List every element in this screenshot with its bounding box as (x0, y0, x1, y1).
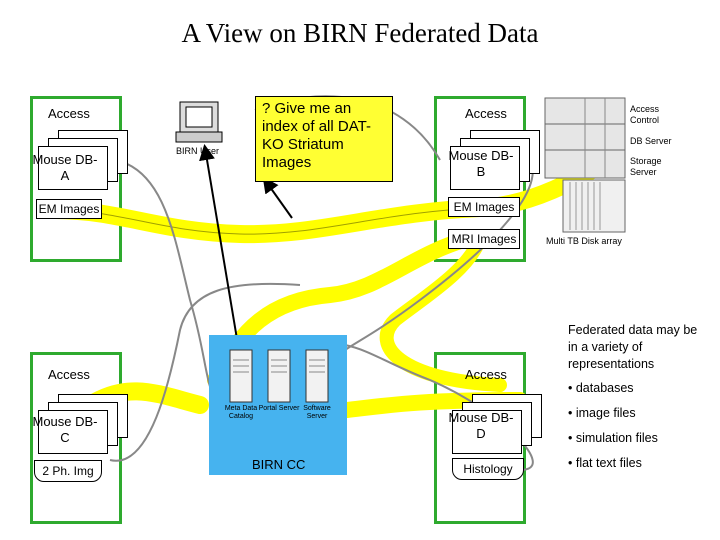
site-c-dataset: 2 Ph. Img (34, 460, 102, 482)
note-bullet: • flat text files (568, 456, 642, 470)
birn-cc-servers (229, 349, 329, 403)
site-b-mouse-db: Mouse DB-B (448, 148, 514, 179)
db-card-front (38, 410, 108, 454)
db-card-front (450, 146, 520, 190)
site-d-mouse-db: Mouse DB-D (448, 410, 514, 441)
link-b-cc (344, 149, 534, 351)
query-box: ? Give me an index of all DAT-KO Striatu… (255, 96, 393, 182)
site-a-access: Access (48, 106, 90, 121)
note-bullet-text: image files (575, 406, 636, 420)
server-rack-icon (544, 97, 626, 179)
note-bullet: • simulation files (568, 431, 658, 445)
notes-intro: Federated data may be in a variety of re… (568, 323, 698, 371)
hw-label-storage-server: Storage Server (630, 156, 662, 177)
server-label-portal: Portal Server (258, 405, 300, 412)
site-d-dataset: Histology (452, 458, 524, 480)
site-a-dataset: EM Images (36, 199, 102, 219)
computer-icon (175, 101, 223, 143)
hw-label-access-control: Access Control (630, 104, 660, 125)
server-label-metadata: Meta Data Catalog (224, 405, 258, 420)
site-b-dataset-mri: MRI Images (448, 229, 520, 249)
db-card-front (38, 146, 108, 190)
note-bullet: • image files (568, 406, 636, 420)
site-c-mouse-db: Mouse DB-C (32, 414, 98, 445)
site-a-mouse-db: Mouse DB-A (32, 152, 98, 183)
hw-label-db-server: DB Server (630, 136, 672, 146)
note-bullet: • databases (568, 381, 634, 395)
disk-array-icon (562, 179, 626, 233)
site-b-dataset-em: EM Images (448, 197, 520, 217)
network-band-top-edge (54, 207, 481, 235)
birn-cc-label: BIRN CC (252, 457, 306, 472)
arrow-query (199, 144, 239, 346)
link-d-cc (344, 344, 534, 471)
db-card-front (452, 410, 522, 454)
link-a-cc (114, 159, 216, 401)
hw-label-disk-array: Multi TB Disk array (546, 236, 622, 246)
note-bullet-text: flat text files (575, 456, 642, 470)
arrow-query-box (262, 176, 293, 219)
site-c-access: Access (48, 367, 90, 382)
site-b-access: Access (465, 106, 507, 121)
note-bullet-text: databases (575, 381, 634, 395)
site-d-access: Access (465, 367, 507, 382)
note-bullet-text: simulation files (575, 431, 658, 445)
page-title: A View on BIRN Federated Data (181, 18, 539, 48)
link-c-cc (109, 282, 301, 462)
birn-user-label: BIRN User (176, 146, 220, 156)
server-label-software: Software Server (303, 405, 331, 420)
